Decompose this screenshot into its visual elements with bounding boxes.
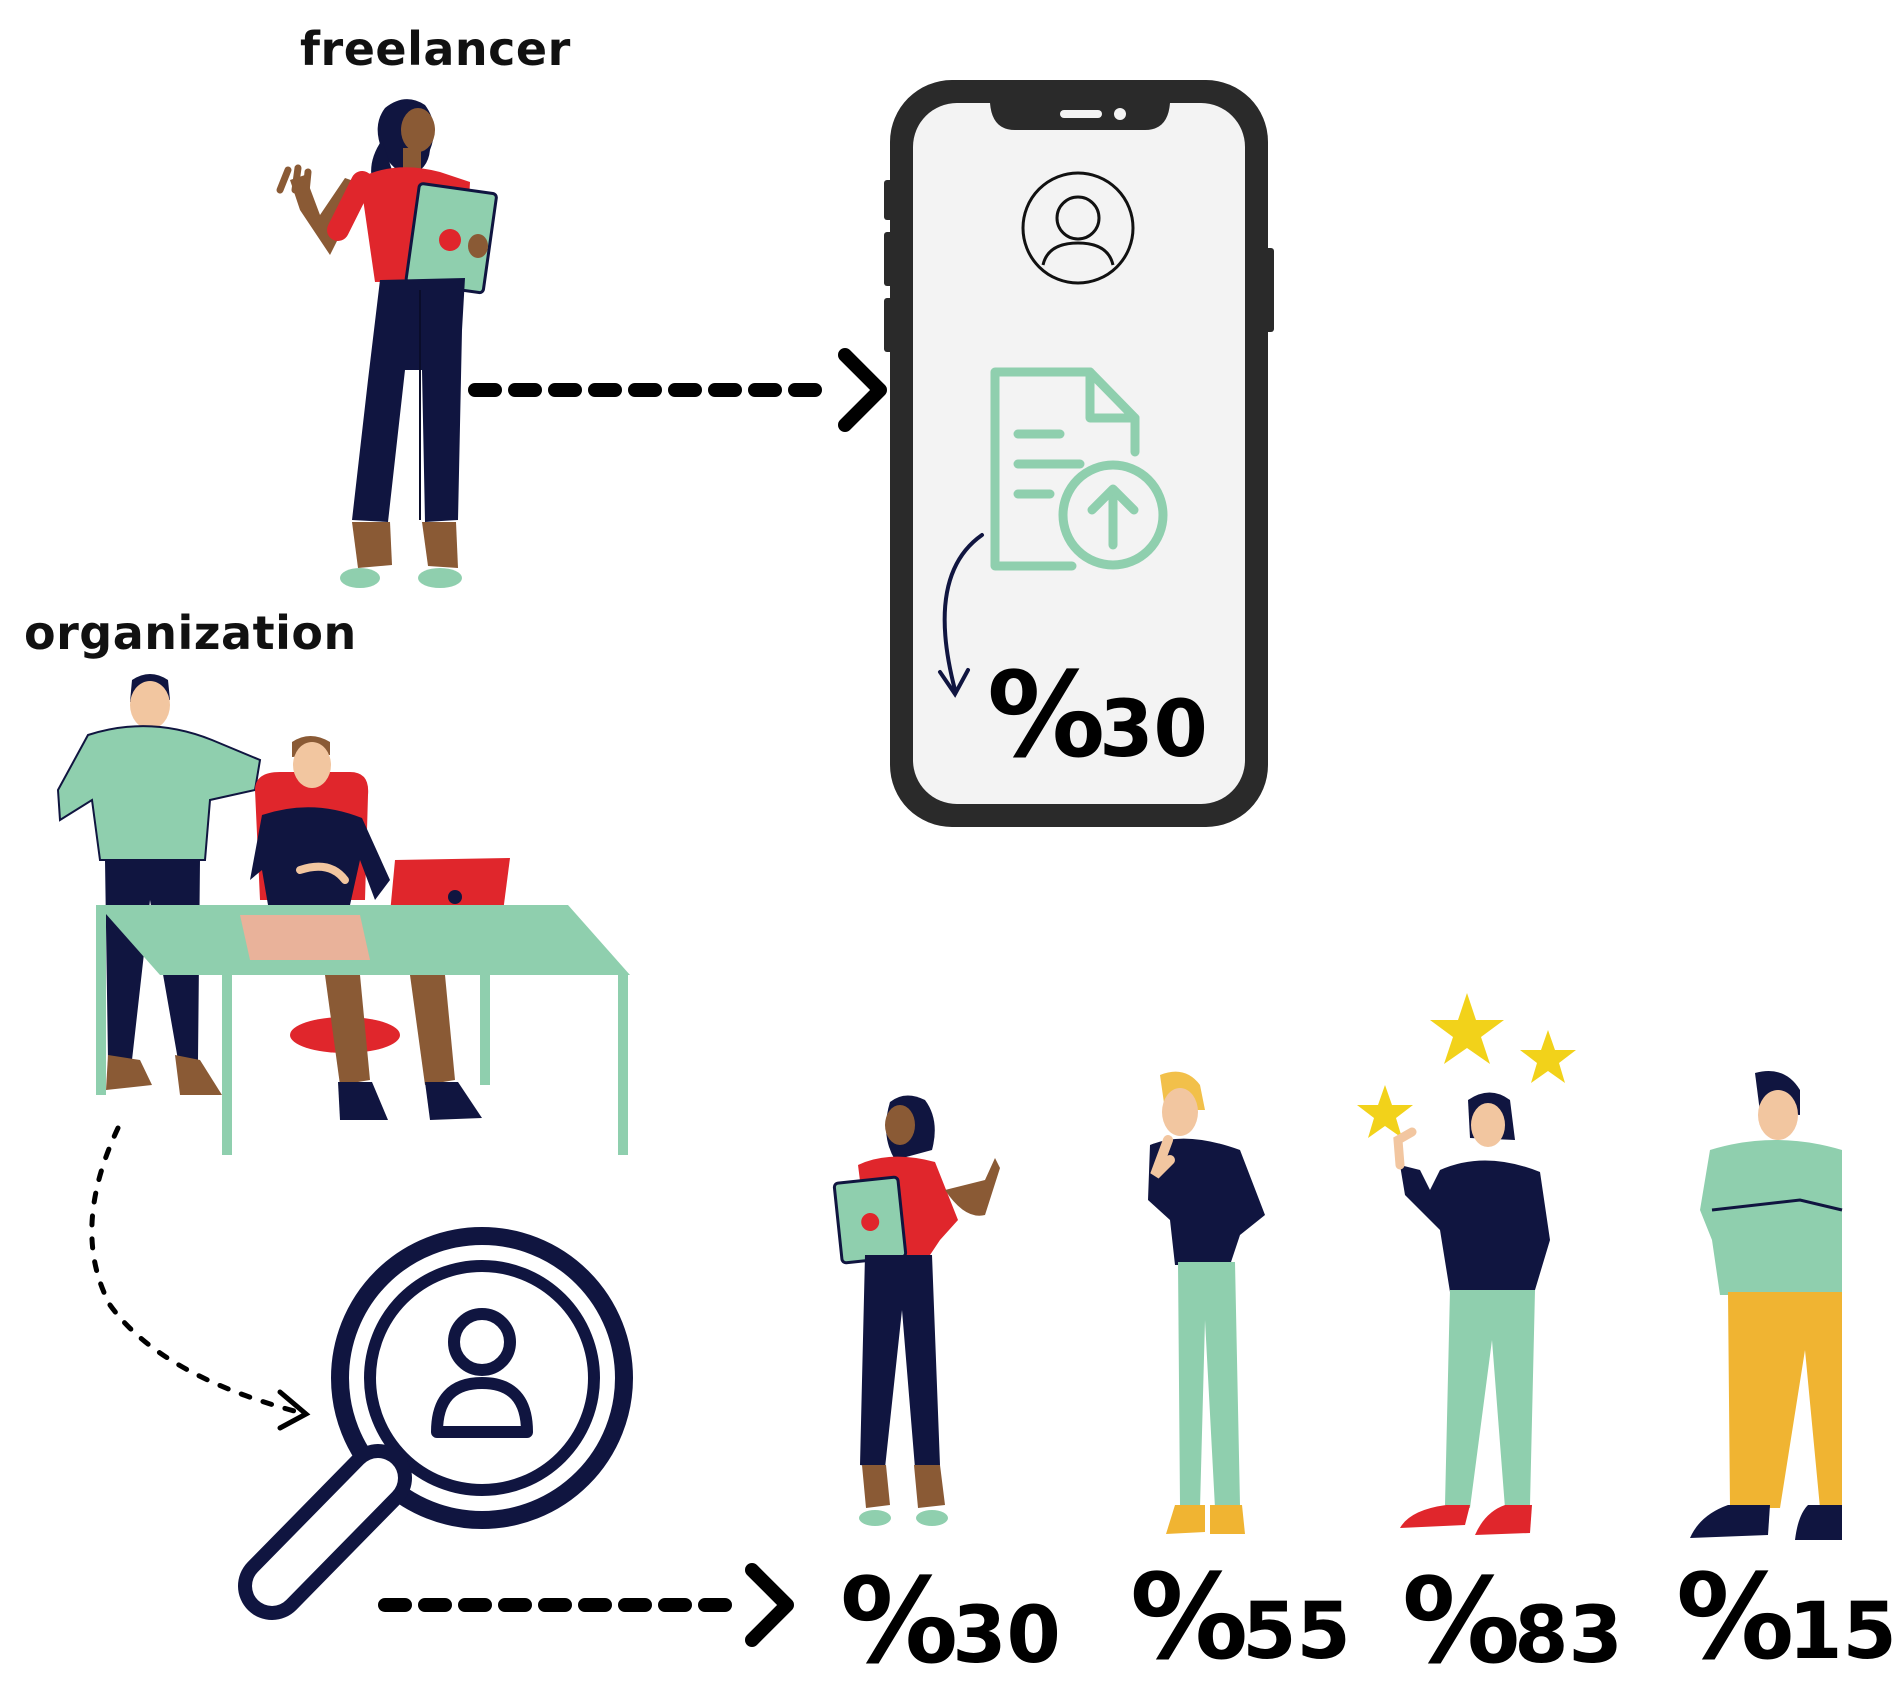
document-upload-icon — [990, 367, 1168, 571]
user-avatar-icon — [1021, 171, 1135, 285]
organization-label: organization — [24, 606, 357, 660]
organization-to-search-arrow — [89, 1125, 311, 1431]
freelancer-to-phone-arrow — [468, 348, 887, 432]
candidate-2-percent: %55 — [1130, 1558, 1351, 1676]
candidate-4-percent: %15 — [1676, 1558, 1897, 1676]
candidate-1-percent: %30 — [840, 1562, 1061, 1680]
freelancer-label: freelancer — [300, 22, 571, 76]
percent-value: 83 — [1514, 1591, 1623, 1681]
organization-figures — [56, 674, 630, 1155]
percent-symbol: % — [1676, 1548, 1794, 1686]
phone — [884, 80, 1274, 827]
candidate-1-figure — [832, 1095, 1000, 1526]
percent-value: 30 — [952, 1591, 1061, 1681]
percent-symbol: % — [840, 1552, 958, 1690]
percent-value: 15 — [1788, 1587, 1897, 1677]
search-user-icon — [238, 1227, 633, 1620]
percent-value: 30 — [1099, 685, 1208, 775]
star-icon — [1430, 993, 1504, 1064]
star-icon — [1520, 1030, 1576, 1083]
candidate-3-figure — [1357, 993, 1576, 1535]
percent-symbol: % — [1130, 1548, 1248, 1686]
freelancer-figure — [276, 99, 498, 588]
candidate-3-percent: %83 — [1402, 1562, 1623, 1680]
curved-arrow-icon — [938, 533, 984, 698]
phone-match-percent: %30 — [987, 656, 1208, 774]
workflow-illustration — [56, 80, 1843, 1647]
candidate-2-figure — [1148, 1071, 1265, 1534]
star-icon — [1357, 1085, 1413, 1138]
percent-symbol: % — [1402, 1552, 1520, 1690]
percent-value: 55 — [1242, 1587, 1351, 1677]
percent-symbol: % — [987, 646, 1105, 784]
search-to-candidates-arrow — [378, 1563, 794, 1647]
candidate-4-figure — [1690, 1071, 1843, 1540]
